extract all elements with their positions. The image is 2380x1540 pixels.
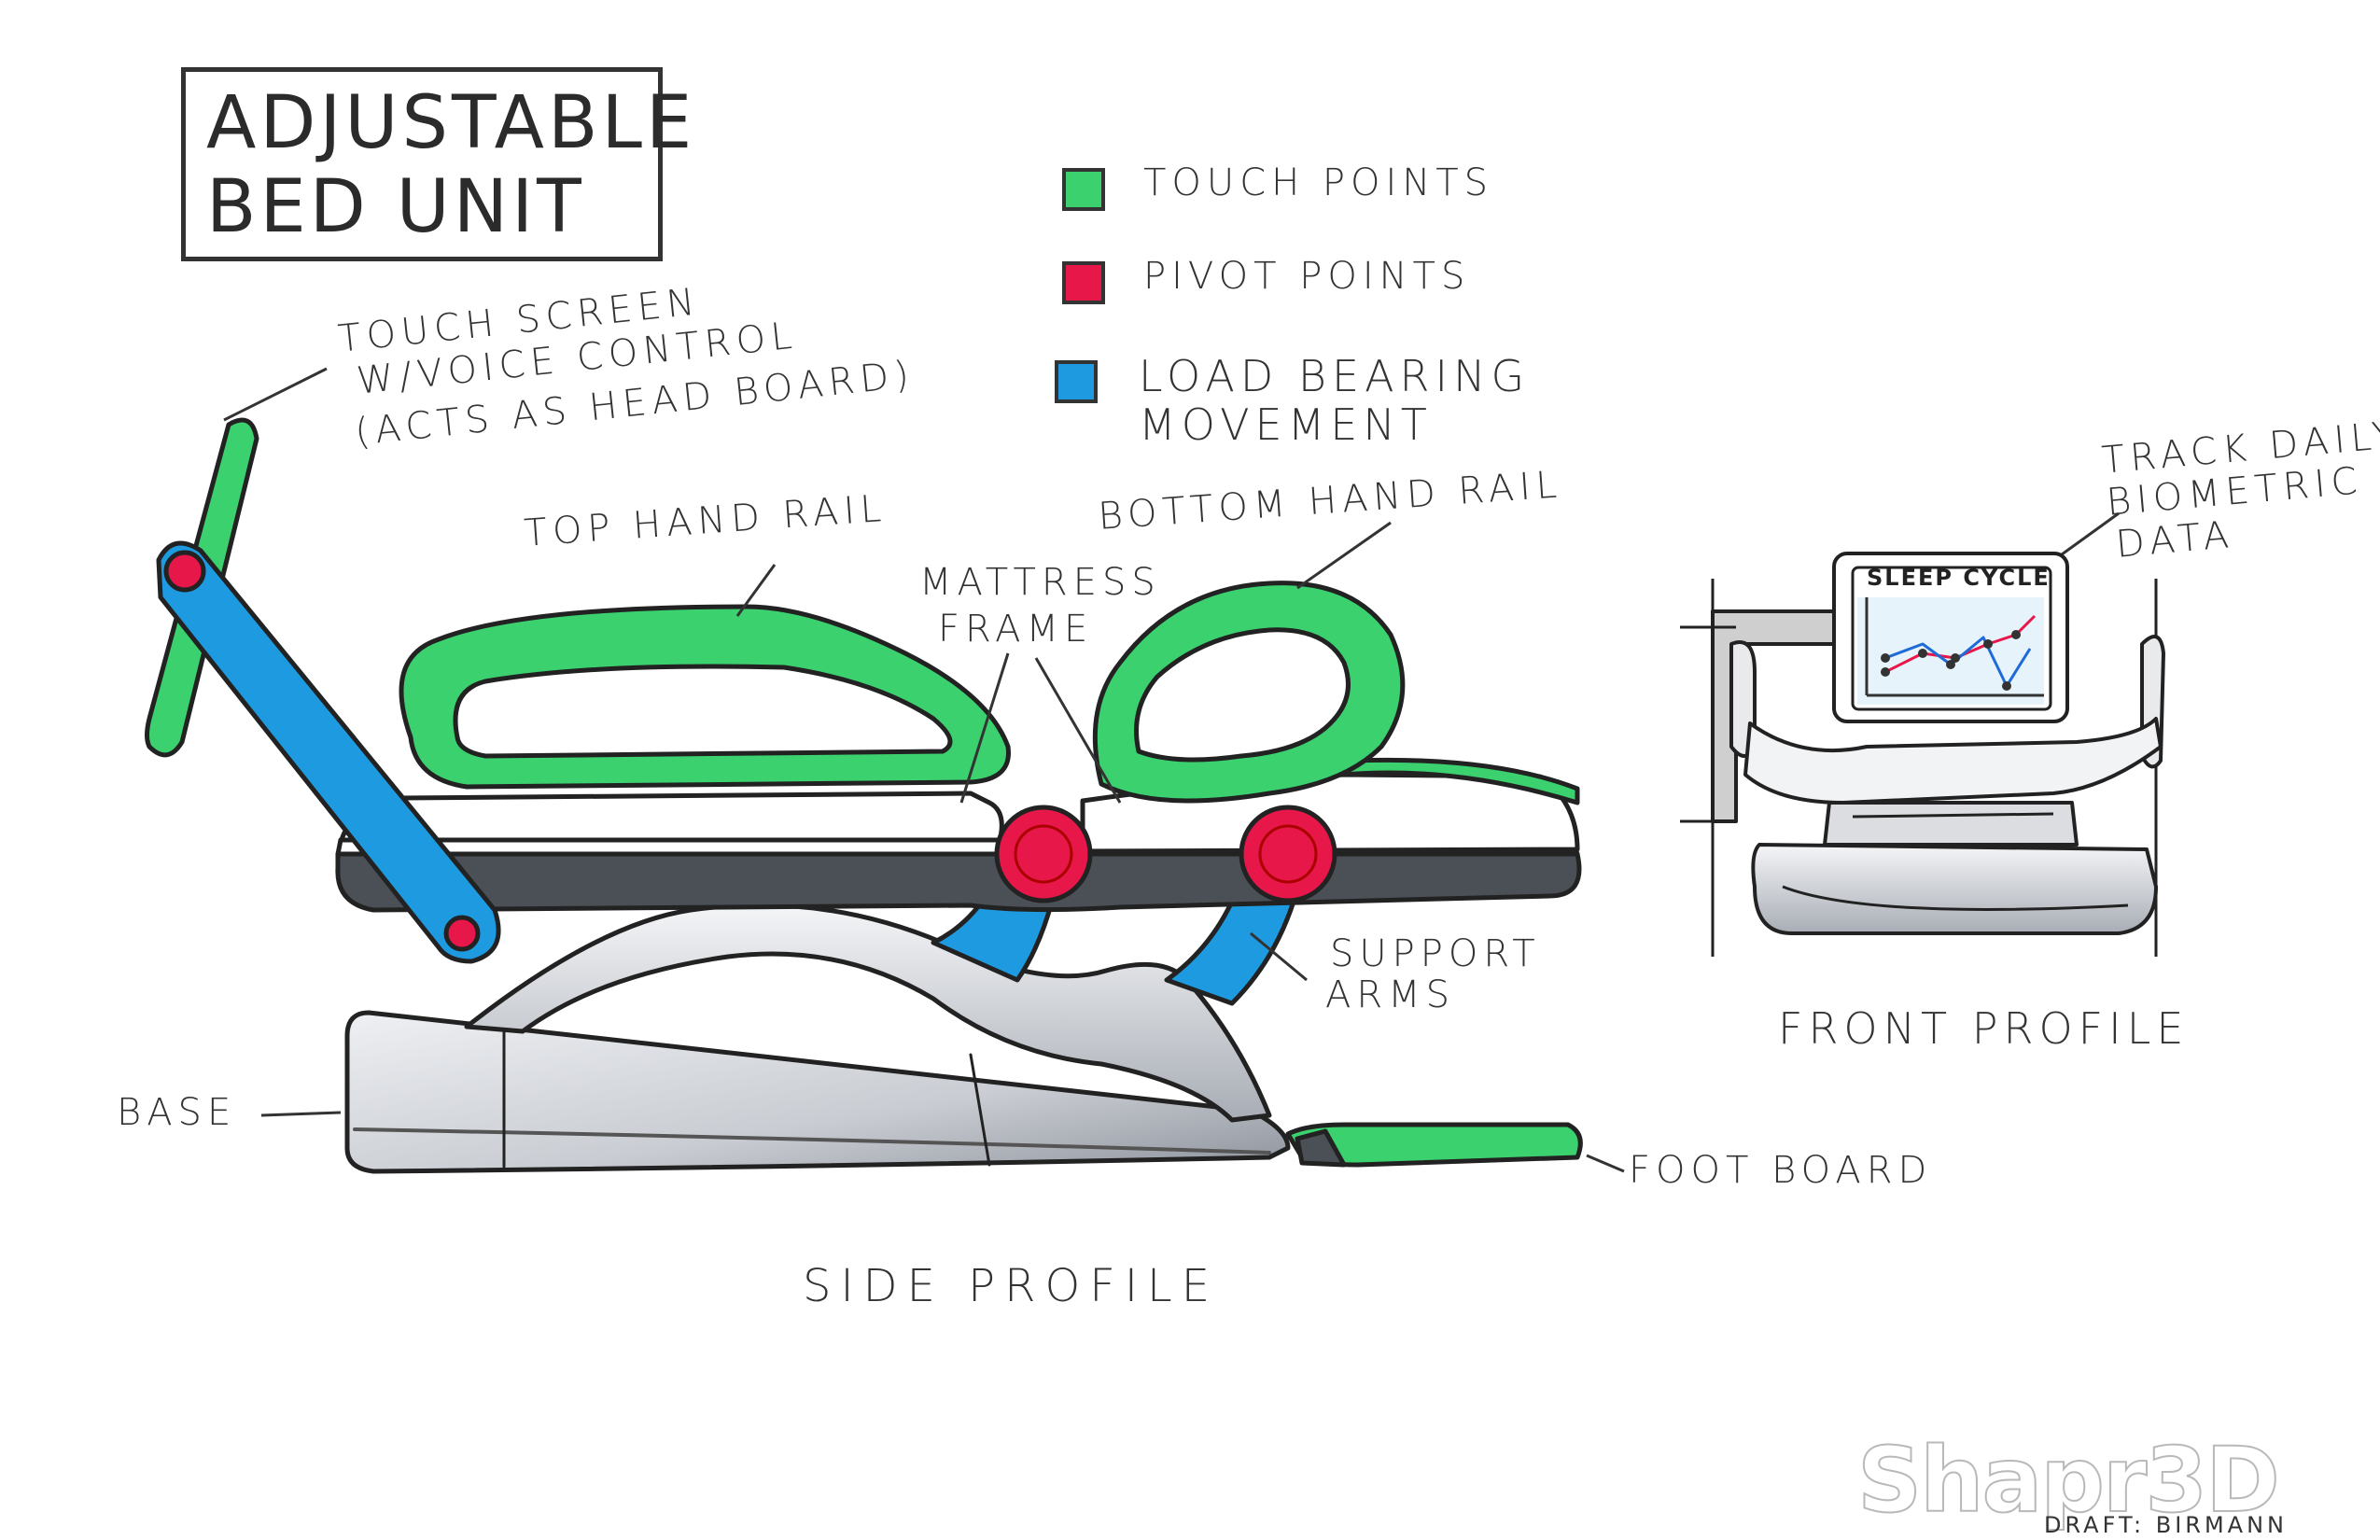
pivot-mid-1 <box>994 805 1093 903</box>
legend-label-load: LOAD BEARING <box>1139 351 1531 401</box>
legend-label-touch: TOUCH POINTS <box>1143 161 1494 204</box>
legend-label-pivot: PIVOT POINTS <box>1143 255 1471 298</box>
screen-heading: SLEEP CYCLE <box>1867 565 2051 591</box>
front-lift-column <box>1823 801 2079 847</box>
front-profile-drawing <box>1680 552 2165 957</box>
mattress-frame <box>335 851 1582 913</box>
sleep-chart <box>1865 597 2044 697</box>
drafter-credit: DRAFT: BIRMANN <box>2044 1512 2288 1538</box>
mattress-top-segment <box>338 791 1004 847</box>
bottom-hand-rail <box>1092 581 1406 804</box>
legend-label-movement: MOVEMENT <box>1139 399 1433 450</box>
callout-support-arms-line-2: ARMS <box>1325 973 1456 1016</box>
front-base <box>1751 843 2158 935</box>
side-profile-title: SIDE PROFILE <box>803 1260 1220 1312</box>
title-line-2: BED UNIT <box>206 165 585 249</box>
legend-swatch-pivot <box>1062 261 1105 304</box>
callout-base: BASE <box>117 1091 237 1134</box>
title-line-1: ADJUSTABLE <box>206 81 696 165</box>
callout-mattress-frame-line-2: FRAME <box>938 608 1094 651</box>
base-shape <box>344 1010 1291 1174</box>
pivot-head-top <box>163 550 206 593</box>
legend-swatch-load <box>1055 360 1098 403</box>
callout-mattress-frame-line-1: MATTRESS <box>919 561 1161 604</box>
side-profile-drawing <box>145 417 1583 1174</box>
pivot-head-bottom <box>443 915 481 952</box>
front-mattress <box>1743 717 2163 805</box>
callout-foot-board: FOOT BOARD <box>1629 1149 1933 1192</box>
title-box: ADJUSTABLE BED UNIT <box>181 67 692 261</box>
watermark-logo: Shapr3D <box>1856 1427 2281 1533</box>
legend-swatch-touch <box>1062 168 1105 211</box>
front-profile-title: FRONT PROFILE <box>1778 1003 2190 1054</box>
callout-support-arms-line-1: SUPPORT <box>1330 932 1541 975</box>
lift-arm <box>156 540 501 964</box>
pivot-mid-2 <box>1239 805 1337 903</box>
top-hand-rail <box>399 604 1011 790</box>
